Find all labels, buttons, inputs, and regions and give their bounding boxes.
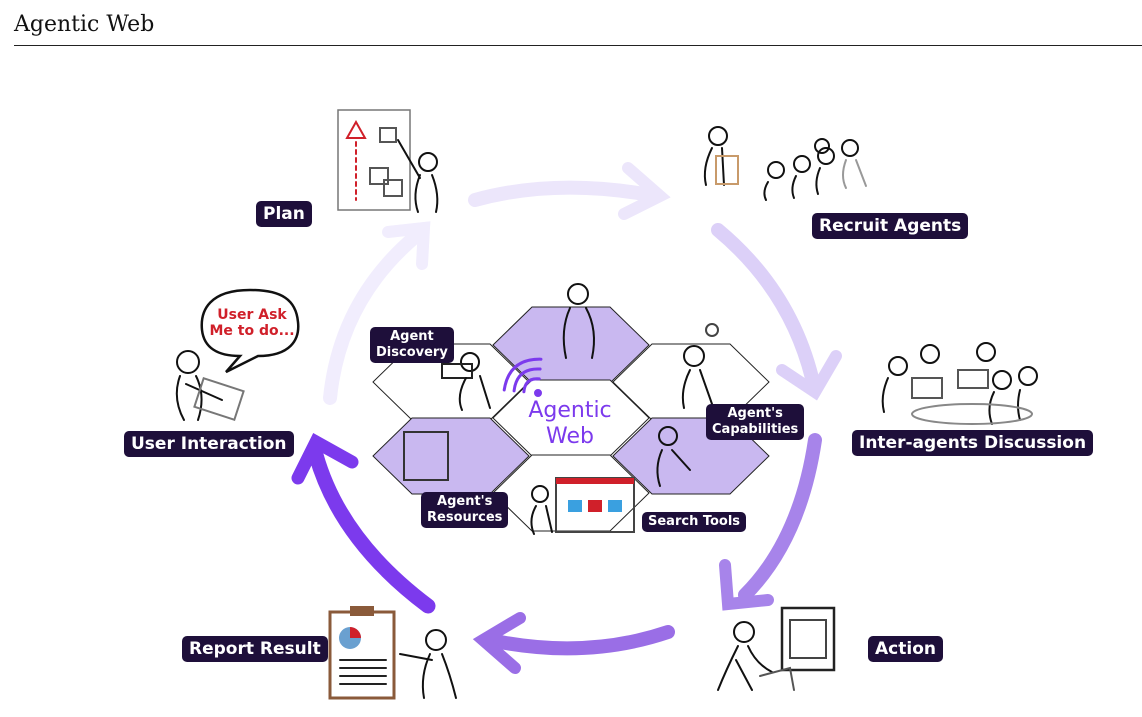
report-illustration-icon (328, 606, 457, 700)
arrow-report-to-user (308, 447, 436, 614)
arrow-action-to-report (483, 625, 675, 656)
step-user-interaction: User Interaction (124, 431, 294, 457)
page-title: Agentic Web (14, 12, 155, 37)
arrow-report-to-user-head (291, 433, 359, 485)
arrow-recruit-to-discussion-head (776, 350, 842, 401)
step-report-result: Report Result (182, 636, 328, 662)
step-inter-agents-discussion: Inter-agents Discussion (852, 430, 1094, 456)
speech-bubble-text: User Ask Me to do... (209, 307, 295, 339)
speech-bubble (200, 288, 300, 374)
hex-label-search-tools: Search Tools (642, 512, 747, 532)
recruit-agents-illustration-icon (703, 126, 867, 201)
arrow-discussion-to-action-head (719, 559, 774, 611)
action-illustration-icon (717, 606, 836, 691)
arrow-plan-to-recruit (468, 180, 657, 207)
wifi-icon (502, 357, 543, 397)
arrow-action-to-report-head (472, 612, 526, 674)
arrow-user-to-plan (323, 229, 423, 405)
arrow-user-to-plan-head (382, 221, 431, 270)
step-recruit-agents: Recruit Agents (812, 213, 969, 239)
step-plan: Plan (256, 201, 312, 227)
hex-label-agent-resources: Agent's Resources (421, 492, 509, 528)
user-interaction-illustration-icon (175, 350, 245, 422)
arrow-plan-to-recruit-head (618, 162, 671, 220)
discussion-illustration-icon (881, 342, 1038, 425)
arrow-recruit-to-discussion (711, 223, 819, 385)
hex-label-agent-capabilities: Agent's Capabilities (706, 404, 805, 440)
center-title: Agentic Web (528, 398, 612, 449)
hex-label-agent-discovery: Agent Discovery (370, 327, 454, 363)
plan-illustration-icon (337, 109, 439, 213)
header-divider (14, 45, 1142, 46)
hex-figures (403, 283, 719, 535)
step-action: Action (868, 636, 943, 662)
arrow-discussion-to-action (738, 433, 822, 602)
hex-bottom-left (372, 417, 530, 495)
doodle-figures (175, 109, 1038, 700)
